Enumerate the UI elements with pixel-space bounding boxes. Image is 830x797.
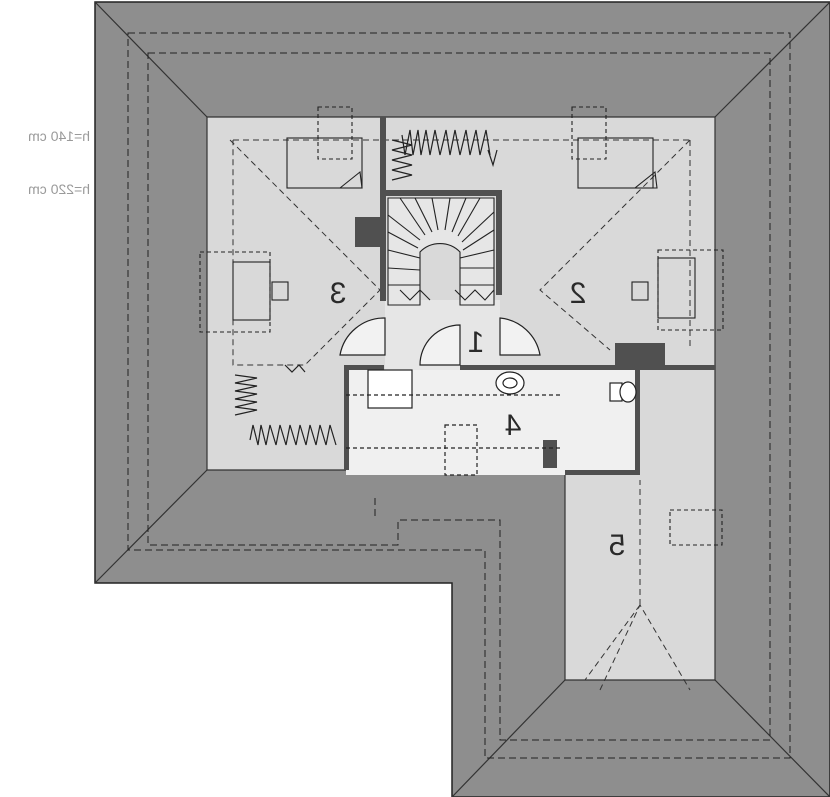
desk-top-right: [577, 137, 654, 189]
skylight-bath: [444, 424, 478, 476]
shower-tray: [367, 369, 413, 409]
furniture: [199, 106, 724, 546]
room-numbers: 1 2 3 4 5: [330, 277, 626, 562]
doors: [339, 317, 541, 366]
skylight-room5: [669, 509, 723, 546]
dashed-outline-outer: [127, 32, 791, 759]
roof-hip-lines: [94, 1, 830, 797]
room-number-4: 4: [505, 409, 522, 442]
room-number-2: 2: [570, 277, 587, 310]
bathroom-floor: [346, 370, 640, 475]
chair-room3: [271, 281, 289, 301]
desk-top-left: [286, 137, 363, 189]
bathroom-fixtures: [346, 369, 637, 476]
wardrobe-hangers: [234, 129, 498, 446]
washbasin: [495, 371, 525, 395]
room-number-3: 3: [330, 277, 347, 310]
chair-room2: [631, 281, 649, 301]
room-number-1: 1: [468, 326, 485, 359]
room-number-5: 5: [609, 529, 626, 562]
walls: [344, 117, 715, 475]
staircase: [387, 197, 495, 306]
dashed-outline-inner: [147, 52, 771, 741]
